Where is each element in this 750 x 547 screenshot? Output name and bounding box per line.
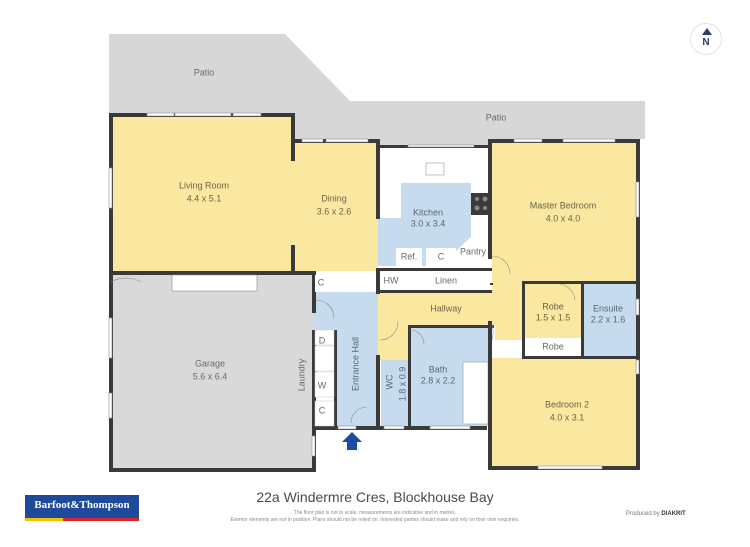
pantry-label: Pantry bbox=[459, 246, 487, 257]
produced-by: Produced by DIAKRIT bbox=[626, 511, 686, 517]
ensuite-dims: 2.2 x 1.6 bbox=[590, 314, 626, 325]
hallway-label: Hallway bbox=[430, 303, 462, 314]
entrance-arrow-icon bbox=[342, 432, 362, 450]
disclaimer-line-1: The floor plan is not to scale, measurem… bbox=[293, 510, 457, 516]
ref-label: Ref. bbox=[400, 251, 418, 262]
linen-label: Linen bbox=[434, 275, 458, 286]
compass-label: N bbox=[702, 37, 710, 48]
robe-area bbox=[525, 339, 582, 356]
dining-dims: 3.6 x 2.6 bbox=[316, 206, 352, 217]
north-compass: N bbox=[690, 23, 722, 55]
robe-label: Robe bbox=[542, 341, 564, 352]
property-address: 22a Windermre Cres, Blockhouse Bay bbox=[256, 489, 494, 505]
kitchen-floor bbox=[378, 183, 471, 266]
ensuite-label: Ensuite bbox=[592, 303, 624, 314]
living-room-label: Living Room bbox=[178, 180, 230, 191]
produced-by-name: DIAKRIT bbox=[661, 511, 686, 517]
laundry-label: Laundry bbox=[296, 358, 307, 392]
cupboard-kitchen-label: C bbox=[437, 251, 445, 262]
dryer-label: D bbox=[318, 335, 326, 346]
master-bedroom-dims: 4.0 x 4.0 bbox=[545, 213, 581, 224]
laundry-fixtures bbox=[314, 275, 335, 427]
living-room-dims: 4.4 x 5.1 bbox=[186, 193, 222, 204]
wc-area bbox=[381, 360, 408, 426]
master-bedroom-label: Master Bedroom bbox=[529, 200, 597, 211]
washer-label: W bbox=[317, 380, 327, 391]
logo-stripe-yellow bbox=[25, 518, 63, 521]
brand-logo: Barfoot&Thompson bbox=[25, 495, 139, 521]
kitchen-counters bbox=[380, 148, 491, 290]
dining-label: Dining bbox=[321, 193, 347, 204]
bedroom-2-label: Bedroom 2 bbox=[544, 399, 590, 410]
patio-area bbox=[109, 34, 645, 145]
logo-stripe-red bbox=[63, 518, 139, 521]
cupboard-bottom-label: C bbox=[318, 405, 326, 416]
wc-label: WC bbox=[384, 374, 395, 390]
windows bbox=[108, 112, 640, 470]
kitchen-label: Kitchen bbox=[412, 207, 444, 218]
kitchen-dims: 3.0 x 3.4 bbox=[410, 218, 446, 229]
robe-walkin-dims: 1.5 x 1.5 bbox=[535, 312, 571, 323]
brand-logo-text: Barfoot&Thompson bbox=[34, 499, 130, 511]
patio-right-label: Patio bbox=[485, 112, 507, 123]
hallway-area bbox=[378, 283, 525, 360]
bathtub bbox=[462, 361, 489, 425]
produced-by-prefix: Produced by bbox=[626, 511, 660, 517]
wc-dims: 1.8 x 0.9 bbox=[397, 366, 408, 402]
bath-dims: 2.8 x 2.2 bbox=[420, 375, 456, 386]
bath-label: Bath bbox=[428, 364, 448, 375]
north-arrow-icon bbox=[702, 28, 712, 35]
bedroom-2-area bbox=[492, 358, 638, 466]
ensuite-area bbox=[584, 283, 638, 356]
robe-walkin-label: Robe bbox=[542, 301, 564, 312]
master-bedroom-area bbox=[492, 141, 638, 283]
garage-label: Garage bbox=[194, 358, 226, 369]
entrance-hall-label: Entrance Hall bbox=[350, 336, 361, 392]
door-swings bbox=[110, 255, 576, 424]
disclaimer-line-2: Exterior elements are not in position. P… bbox=[230, 517, 520, 523]
bedroom-2-dims: 4.0 x 3.1 bbox=[549, 412, 585, 423]
living-room-area bbox=[111, 115, 293, 271]
dining-area bbox=[293, 141, 378, 271]
patio-top-label: Patio bbox=[193, 67, 215, 78]
garage-dims: 5.6 x 6.4 bbox=[192, 371, 228, 382]
garage-area bbox=[111, 275, 314, 470]
cupboard-top-label: C bbox=[317, 277, 325, 288]
hw-label: HW bbox=[383, 275, 399, 286]
